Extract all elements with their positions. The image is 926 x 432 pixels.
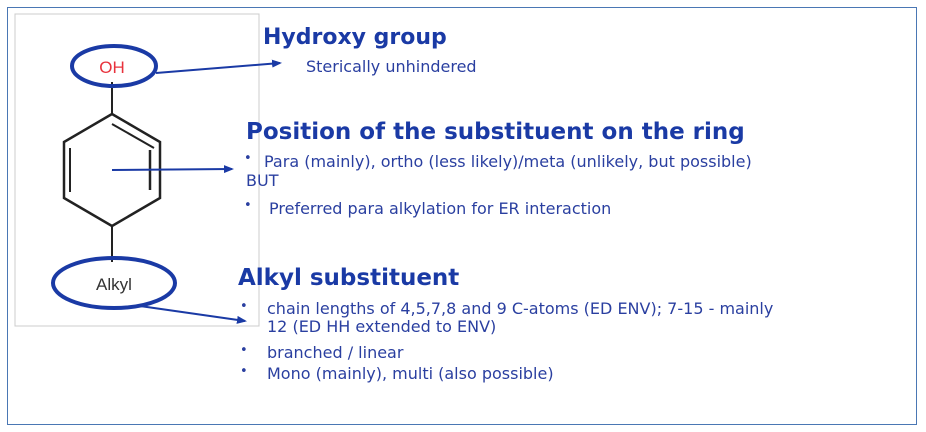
hydroxy-arrow bbox=[155, 59, 282, 74]
alkyl-item-3: Mono (mainly), multi (also possible) bbox=[267, 364, 554, 383]
alkyl-item-2: branched / linear bbox=[267, 343, 404, 362]
position-item-2: Preferred para alkylation for ER interac… bbox=[269, 199, 612, 218]
oh-highlight-ellipse bbox=[70, 44, 158, 88]
alkyl-item-1-line-2: 12 (ED HH extended to ENV) bbox=[267, 317, 497, 336]
bullet-dot: • bbox=[244, 198, 252, 213]
slide-frame bbox=[7, 7, 917, 425]
position-connector: BUT bbox=[246, 171, 279, 190]
bullet-dot: • bbox=[240, 299, 248, 314]
bullet-dot: • bbox=[240, 343, 248, 358]
position-heading: Position of the substituent on the ring bbox=[246, 119, 745, 145]
bullet-dot: • bbox=[240, 364, 248, 379]
ring-double-bond bbox=[111, 123, 155, 149]
ring-position-arrow bbox=[111, 165, 234, 174]
hydroxy-item: Sterically unhindered bbox=[306, 57, 477, 76]
alkyl-label: Alkyl bbox=[96, 275, 132, 294]
alkyl-arrow bbox=[139, 305, 247, 324]
bullet-dot: • bbox=[244, 151, 252, 166]
oh-label: OH bbox=[99, 58, 125, 77]
hydroxy-heading: Hydroxy group bbox=[263, 25, 447, 50]
alkyl-item-1-line-1: chain lengths of 4,5,7,8 and 9 C-atoms (… bbox=[267, 299, 774, 318]
alkyl-highlight-ellipse bbox=[51, 256, 177, 310]
position-item-1: Para (mainly), ortho (less likely)/meta … bbox=[264, 152, 752, 171]
alkyl-heading: Alkyl substituent bbox=[238, 265, 460, 291]
